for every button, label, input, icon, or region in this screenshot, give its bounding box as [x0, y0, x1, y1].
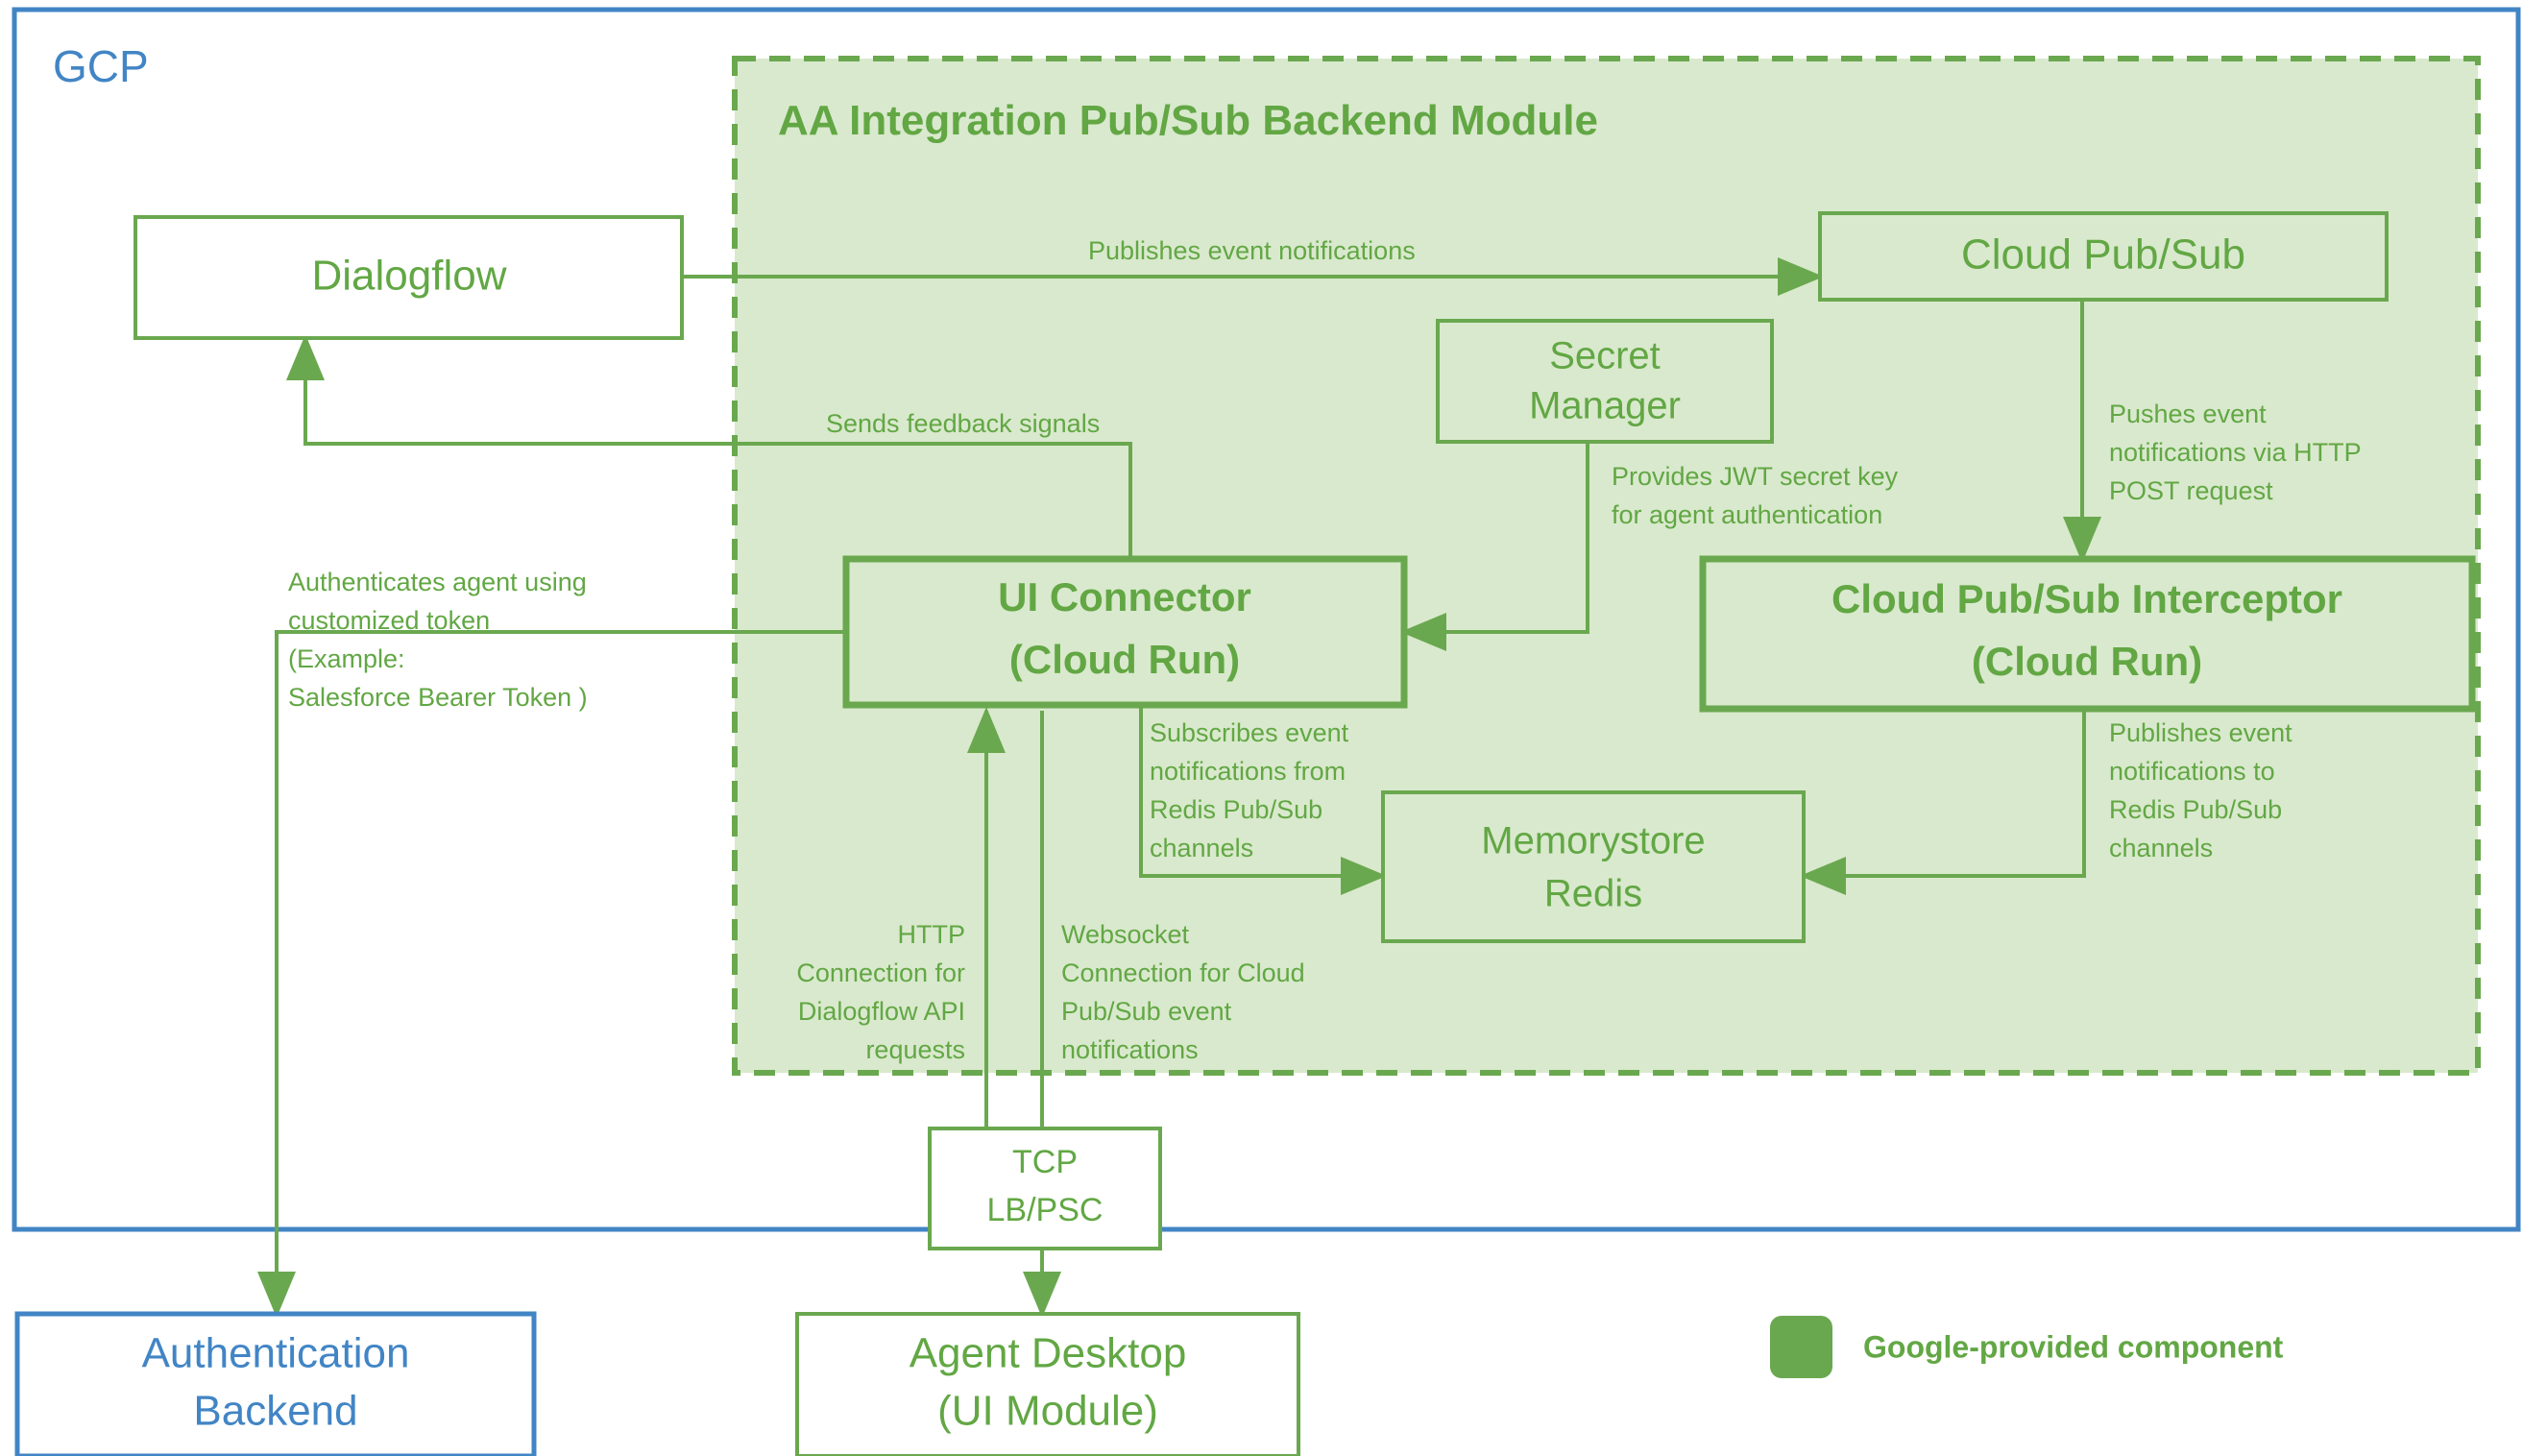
edge-label-http-connection-line2: Connection for — [796, 959, 965, 987]
node-dialogflow[interactable] — [133, 215, 684, 340]
node-cloud-pubsub-label: Cloud Pub/Sub — [1961, 231, 2245, 279]
node-agent-desktop[interactable] — [795, 1312, 1300, 1456]
node-tcp-lb-psc-label-line2: LB/PSC — [987, 1192, 1104, 1228]
edge-label-publishes-event-notifications: Publishes event notifications — [1088, 236, 1416, 265]
edge-label-websocket-connection-line4: notifications — [1061, 1035, 1199, 1064]
node-auth-backend[interactable] — [14, 1311, 537, 1456]
node-tcp-lb-psc[interactable] — [928, 1127, 1162, 1250]
edge-interceptor-to-redis — [1800, 709, 2086, 895]
node-auth-backend-label-line2: Backend — [193, 1388, 357, 1435]
edge-label-subscribes-redis-line4: channels — [1150, 834, 1253, 862]
edge-secretmanager-to-uiconnector — [1400, 442, 1589, 651]
node-auth-backend-label-line1: Authentication — [142, 1330, 410, 1377]
edge-label-pushes-event-http-post-line2: notifications via HTTP — [2109, 438, 2362, 467]
edge-label-subscribes-redis-line2: notifications from — [1150, 757, 1346, 786]
edge-label-publishes-redis-line3: Redis Pub/Sub — [2109, 795, 2282, 824]
edge-label-websocket-connection-line2: Connection for Cloud — [1061, 959, 1305, 987]
node-pubsub-interceptor-label-line1: Cloud Pub/Sub Interceptor — [1831, 576, 2342, 621]
edge-label-publishes-redis-line4: channels — [2109, 834, 2213, 862]
legend-label: Google-provided component — [1863, 1329, 2284, 1364]
edge-label-provides-jwt-secret-line1: Provides JWT secret key — [1612, 462, 1899, 491]
module-title: AA Integration Pub/Sub Backend Module — [778, 97, 1598, 144]
edge-label-authenticates-agent-line4: Salesforce Bearer Token ) — [288, 683, 588, 712]
edge-label-authenticates-agent-line2: customized token — [288, 606, 490, 635]
node-tcp-lb-psc-label-line1: TCP — [1012, 1144, 1078, 1180]
node-dialogflow-label: Dialogflow — [312, 253, 507, 300]
edge-label-sends-feedback-signals: Sends feedback signals — [826, 409, 1100, 438]
node-memorystore-redis[interactable] — [1381, 790, 1806, 943]
edge-label-publishes-redis-line2: notifications to — [2109, 757, 2275, 786]
node-cloud-pubsub[interactable] — [1818, 211, 2389, 302]
node-secret-manager-label-line1: Secret — [1549, 335, 1661, 377]
node-agent-desktop-label-line2: (UI Module) — [937, 1388, 1158, 1435]
edge-label-http-connection-line1: HTTP — [898, 920, 966, 949]
edge-uiconnector-to-dialogflow — [286, 334, 1132, 559]
node-memorystore-redis-label-line2: Redis — [1544, 873, 1642, 915]
edge-label-websocket-connection-line3: Pub/Sub event — [1061, 997, 1232, 1026]
legend-swatch — [1770, 1316, 1832, 1378]
edge-label-websocket-connection-line1: Websocket — [1061, 920, 1190, 949]
gcp-label: GCP — [53, 41, 149, 91]
node-secret-manager[interactable] — [1436, 319, 1774, 444]
edge-label-http-connection-line4: requests — [865, 1035, 965, 1064]
edge-label-subscribes-redis-line3: Redis Pub/Sub — [1150, 795, 1322, 824]
node-secret-manager-label-line2: Manager — [1529, 385, 1681, 427]
edge-label-pushes-event-http-post-line3: POST request — [2109, 476, 2273, 505]
edge-label-provides-jwt-secret-line2: for agent authentication — [1612, 500, 1882, 529]
node-ui-connector-label-line1: UI Connector — [998, 574, 1251, 619]
node-ui-connector[interactable] — [842, 555, 1408, 709]
edge-label-http-connection-line3: Dialogflow API — [798, 997, 965, 1026]
edge-uiconnector-to-redis — [1139, 705, 1387, 895]
edge-label-authenticates-agent-line3: (Example: — [288, 644, 405, 673]
edge-label-pushes-event-http-post-line1: Pushes event — [2109, 400, 2267, 428]
node-agent-desktop-label-line1: Agent Desktop — [910, 1330, 1187, 1377]
node-pubsub-interceptor[interactable] — [1699, 555, 2476, 713]
edge-label-publishes-redis-line1: Publishes event — [2109, 718, 2292, 747]
edge-label-authenticates-agent-line1: Authenticates agent using — [288, 568, 587, 596]
edge-uiconnector-to-authbackend — [257, 630, 846, 1318]
edge-label-subscribes-redis-line1: Subscribes event — [1150, 718, 1349, 747]
node-memorystore-redis-label-line1: Memorystore — [1481, 820, 1705, 862]
node-ui-connector-label-line2: (Cloud Run) — [1009, 637, 1240, 682]
node-pubsub-interceptor-label-line2: (Cloud Run) — [1972, 639, 2202, 684]
